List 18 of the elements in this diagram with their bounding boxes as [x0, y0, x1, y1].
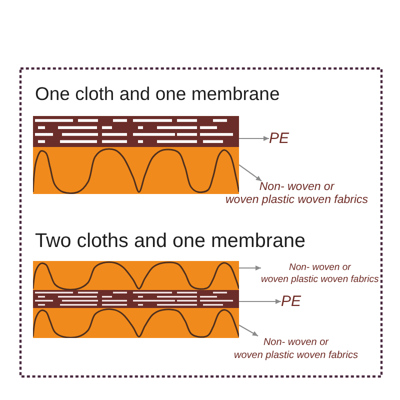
- arrow: [239, 136, 269, 141]
- arrow: [238, 164, 262, 182]
- callout-text: Non- woven or woven plastic woven fabrics: [234, 336, 358, 362]
- section-heading: One cloth and one membrane: [35, 83, 280, 104]
- callout-text: Non- woven or woven plastic woven fabrics: [261, 262, 379, 286]
- film-layer: [33, 116, 239, 147]
- fabric-layer: [33, 308, 239, 338]
- fabric-layer: [33, 261, 239, 290]
- fabric-layer: [33, 147, 239, 194]
- dashed-frame: [19, 67, 383, 378]
- callout-text: PE: [281, 293, 302, 310]
- arrow: [239, 266, 261, 270]
- arrow: [239, 299, 281, 304]
- section-heading: Two cloths and one membrane: [35, 230, 306, 253]
- callout-text: Non- woven or woven plastic woven fabrics: [226, 181, 368, 207]
- callout-text: PE: [269, 130, 290, 147]
- arrow: [238, 324, 258, 336]
- film-layer: [33, 290, 239, 308]
